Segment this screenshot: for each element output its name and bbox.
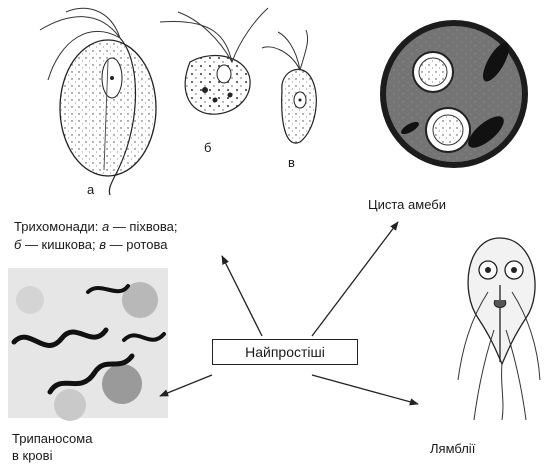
- caption-c-text: — ротова: [110, 237, 168, 252]
- caption-a-text: — піхвова;: [113, 219, 178, 234]
- connector-arrows: [160, 222, 418, 404]
- trichomonas-b-illustration: [160, 8, 268, 114]
- trichomonas-c-illustration: [262, 30, 316, 143]
- trypanosome-photo: [8, 268, 168, 421]
- caption-c-letter: в: [99, 237, 106, 252]
- caption-a-letter: а: [102, 219, 109, 234]
- figure-label-b: б: [204, 140, 211, 156]
- trichomonas-a-illustration: [40, 8, 156, 195]
- giardia-label: Лямблії: [430, 441, 475, 457]
- trypanosome-label-line2: в крові: [12, 448, 52, 464]
- amoeba-cyst-illustration: [380, 20, 528, 168]
- arrow-to-giardia: [312, 375, 418, 404]
- caption-prefix: Трихомонади:: [14, 219, 98, 234]
- amoeba-cyst-label: Циста амеби: [368, 197, 446, 213]
- protozoa-center-box: Найпростіші: [212, 339, 358, 365]
- caption-b-text: — кишкова;: [25, 237, 96, 252]
- giardia-illustration: [458, 238, 540, 420]
- trichomonas-caption-line2: б — кишкова; в — ротова: [14, 237, 167, 253]
- arrow-to-trichomonas: [222, 256, 262, 336]
- figure-label-a: а: [87, 182, 94, 198]
- trichomonas-caption-line1: Трихомонади: а — піхвова;: [14, 219, 177, 235]
- caption-b-letter: б: [14, 237, 21, 252]
- arrow-to-amoeba-cyst: [312, 222, 398, 336]
- trypanosome-label-line1: Трипаносома: [12, 431, 92, 447]
- figure-label-c: в: [288, 155, 295, 171]
